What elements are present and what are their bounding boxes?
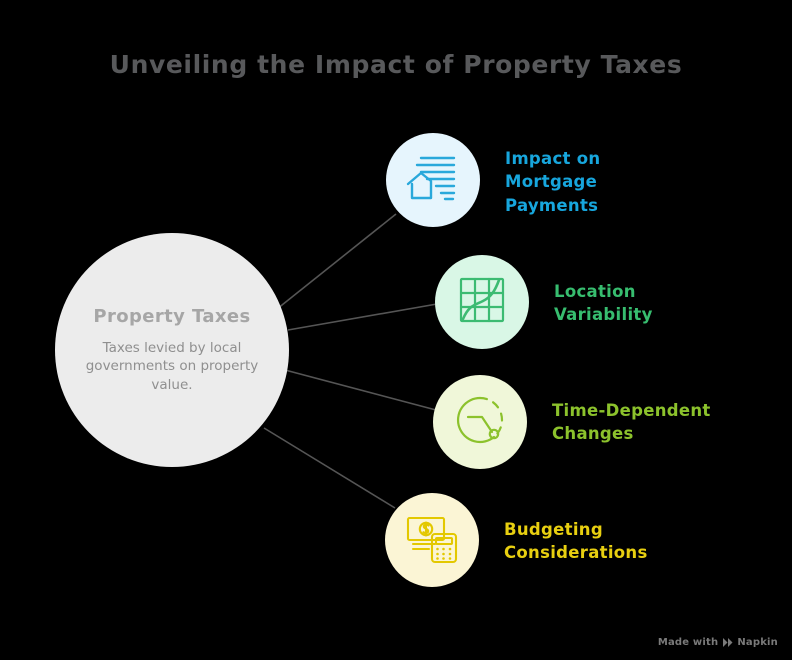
- watermark-prefix-label: Made with: [657, 637, 719, 648]
- node-label-budgeting-considerations: Budgeting Considerations: [504, 520, 648, 563]
- dashed-clock-icon: [454, 394, 506, 450]
- central-node-description: Taxes levied by local governments on pro…: [85, 340, 259, 393]
- page-title: Unveiling the Impact of Property Taxes: [109, 50, 683, 79]
- napkin-logo-icon: [722, 637, 733, 648]
- map-grid-path-icon: [457, 275, 507, 329]
- house-document-icon: [405, 152, 461, 208]
- watermark-brand-label: Napkin: [737, 637, 778, 648]
- central-node-title: Property Taxes: [93, 306, 251, 328]
- edge-hub-to-node-3: [284, 369, 437, 411]
- edge-hub-to-node-1: [276, 213, 397, 310]
- napkin-watermark[interactable]: Made with Napkin: [658, 637, 778, 648]
- edge-hub-to-node-4: [263, 427, 396, 509]
- node-label-impact-on-mortgage-payments: Impact on Mortgage Payments: [505, 149, 601, 215]
- node-circle-time-dependent-changes[interactable]: [433, 375, 527, 469]
- node-label-time-dependent-changes: Time-Dependent Changes: [552, 401, 711, 444]
- node-label-location-variability: Location Variability: [554, 282, 653, 325]
- node-circle-location-variability[interactable]: [435, 255, 529, 349]
- central-node-property-taxes[interactable]: Property Taxes Taxes levied by local gov…: [55, 233, 289, 467]
- money-calculator-icon: [405, 512, 459, 568]
- node-circle-budgeting-considerations[interactable]: [385, 493, 479, 587]
- edge-hub-to-node-2: [287, 303, 438, 331]
- node-circle-impact-on-mortgage-payments[interactable]: [386, 133, 480, 227]
